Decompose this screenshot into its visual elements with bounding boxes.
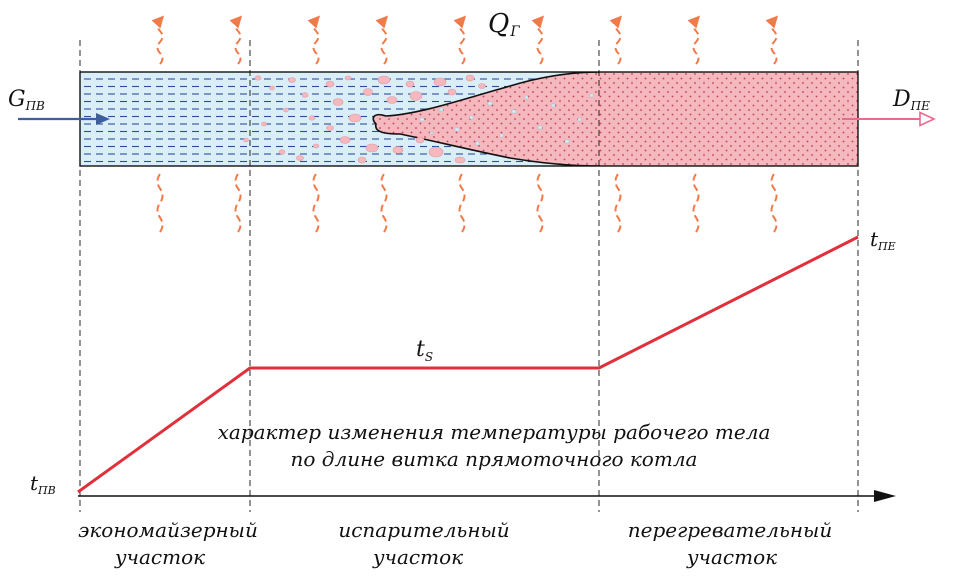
heat-arrow-bottom xyxy=(536,173,544,233)
heat-arrow-top xyxy=(453,15,467,65)
section-superheater-line-2: участок xyxy=(686,545,777,569)
section-dividers xyxy=(79,40,859,512)
heat-arrow-bottom xyxy=(234,173,242,233)
heat-arrow-bottom xyxy=(312,173,320,233)
steam-dots xyxy=(373,72,858,166)
t-outlet-label: tПЕ xyxy=(870,227,896,253)
tube xyxy=(80,72,858,166)
heat-arrow-top xyxy=(307,15,321,65)
temperature-profile xyxy=(77,235,859,494)
section-economizer-line-2: участок xyxy=(114,545,205,569)
feedwater-label: GПВ xyxy=(8,87,45,113)
steam-outlet-arrow xyxy=(842,111,936,127)
heat-label: QГ xyxy=(488,9,520,40)
heat-arrows xyxy=(151,15,779,233)
caption-line-1: характер изменения температуры рабочего … xyxy=(218,420,771,444)
heat-arrow-top xyxy=(687,15,701,65)
heat-arrow-top xyxy=(531,15,545,65)
bubbles xyxy=(243,74,486,164)
droplets xyxy=(419,93,594,146)
steam-label: DПЕ xyxy=(892,87,930,113)
heat-arrow-bottom xyxy=(614,173,622,233)
feedwater-inlet-arrow xyxy=(18,113,110,125)
steam-boundary xyxy=(372,72,601,166)
heat-arrow-top xyxy=(229,15,243,65)
heat-arrow-bottom xyxy=(380,173,388,233)
t-inlet-label: tПВ xyxy=(30,471,56,497)
heat-arrow-top xyxy=(765,15,779,65)
section-economizer-line-1: экономайзерный xyxy=(78,518,258,542)
heat-arrow-top xyxy=(375,15,389,65)
section-evaporator-line-2: участок xyxy=(372,545,463,569)
caption-line-2: по длине витка прямоточного котла xyxy=(291,447,698,471)
heat-arrow-bottom xyxy=(156,173,164,233)
section-superheater-line-1: перегревательный xyxy=(628,518,832,542)
heat-arrow-top xyxy=(151,15,165,65)
t-saturation-label: tS xyxy=(416,337,433,364)
heat-arrow-bottom xyxy=(692,173,700,233)
heat-arrow-bottom xyxy=(458,173,466,233)
length-axis xyxy=(78,490,896,502)
heat-arrow-bottom xyxy=(770,173,778,233)
section-evaporator-line-1: испарительный xyxy=(338,518,509,542)
heat-arrow-top xyxy=(609,15,623,65)
